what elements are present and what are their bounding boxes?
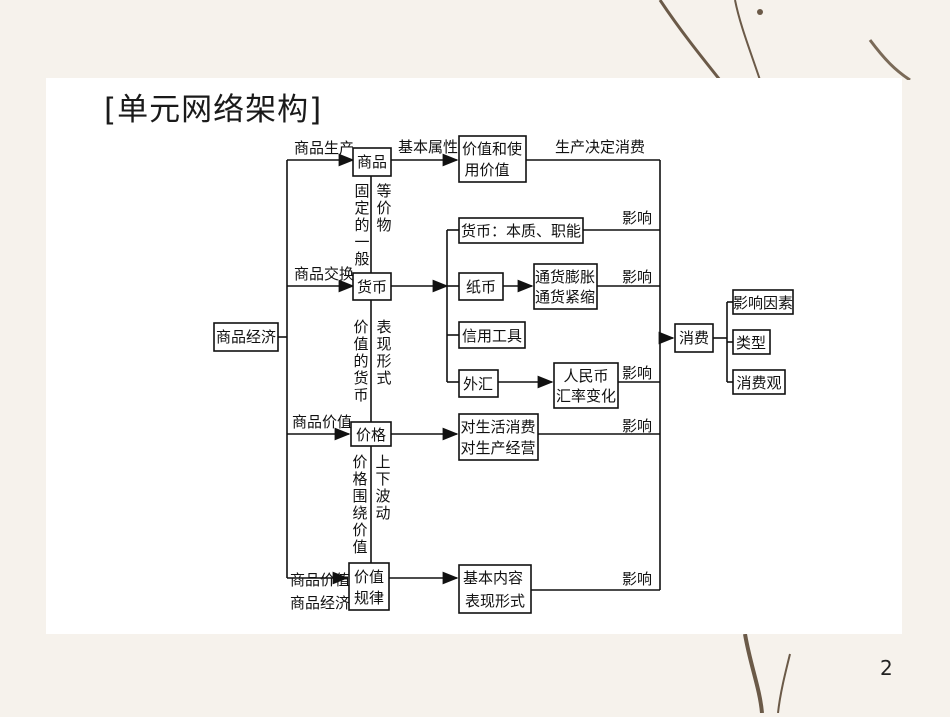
node-xiaofei-guan: 消费观 [732, 369, 786, 395]
node-duisheng: 对生活消费 对生产经营 [458, 413, 539, 461]
svg-text:外汇: 外汇 [463, 375, 493, 393]
label-shengchan-jueding: 生产决定消费 [555, 138, 645, 156]
svg-text:价格: 价格 [356, 426, 386, 444]
label-jiben-shuxing: 基本属性 [398, 138, 458, 156]
label-yingxiang-5: 影响 [622, 570, 652, 588]
node-huilv: 人民币 汇率变化 [553, 362, 619, 409]
branch-decoration-bottom [700, 633, 820, 714]
svg-text:价值: 价值 [354, 568, 384, 586]
label-yingxiang-3: 影响 [622, 364, 652, 382]
slide-title: [单元网络架构] [104, 92, 323, 128]
node-huobi-benzhi: 货币：本质、职能 [458, 217, 584, 244]
svg-text:通货紧缩: 通货紧缩 [535, 288, 595, 306]
svg-text:货币: 货币 [357, 278, 387, 296]
node-jiazhi-shiyong: 价值和使 用价值 [458, 135, 527, 183]
svg-text:对生产经营: 对生产经营 [460, 439, 535, 457]
page-number: 2 [880, 656, 893, 680]
label-jiage-weirao-vertical: 价格围绕价值 [352, 453, 367, 556]
svg-text:纸币: 纸币 [466, 278, 496, 296]
label-dengjiawu-vertical: 等价物 [376, 182, 391, 234]
svg-text:用价值: 用价值 [464, 161, 509, 179]
node-tonghuo: 通货膨胀 通货紧缩 [533, 263, 598, 310]
svg-text:商品: 商品 [357, 153, 387, 171]
svg-text:对生活消费: 对生活消费 [460, 418, 535, 436]
svg-text:表现形式: 表现形式 [465, 592, 525, 610]
svg-text:类型: 类型 [736, 334, 766, 352]
svg-text:消费: 消费 [679, 329, 709, 347]
label-shangpin-jiaohuan: 商品交换 [294, 265, 354, 283]
svg-text:消费观: 消费观 [736, 374, 781, 392]
label-shangpin-jiazhi: 商品价值 [292, 413, 352, 431]
branch-decoration-top [640, 0, 950, 82]
svg-text:基本内容: 基本内容 [463, 569, 523, 587]
node-jiage: 价格 [350, 421, 392, 447]
node-jiazhi-guilv: 价值 规律 [348, 562, 390, 611]
svg-text:规律: 规律 [354, 589, 384, 607]
node-huobi: 货币 [352, 272, 392, 301]
node-xiaofei: 消费 [674, 323, 714, 353]
node-jiben: 基本内容 表现形式 [458, 564, 532, 614]
svg-text:影响因素: 影响因素 [733, 294, 793, 312]
node-zhibi: 纸币 [458, 272, 504, 301]
svg-text:商品经济: 商品经济 [216, 328, 276, 346]
label-shangpin-jiazhi-2: 商品价值 [290, 571, 350, 589]
svg-text:价值和使: 价值和使 [462, 140, 522, 158]
svg-text:汇率变化: 汇率变化 [556, 387, 616, 405]
node-waihui: 外汇 [458, 369, 499, 398]
label-yingxiang-1: 影响 [622, 209, 652, 227]
label-shangpin-shengchan: 商品生产 [294, 139, 354, 157]
svg-text:信用工具: 信用工具 [462, 327, 522, 345]
label-yingxiang-2: 影响 [622, 268, 652, 286]
label-guding-vertical: 固定的一般 [354, 182, 369, 268]
label-shangxia-vertical: 上下波动 [375, 453, 390, 522]
node-shangpin: 商品 [352, 147, 392, 177]
label-jiazhi-de-huobi-vertical: 价值的货币 [353, 318, 368, 404]
label-yingxiang-4: 影响 [622, 417, 652, 435]
svg-text:通货膨胀: 通货膨胀 [535, 268, 595, 286]
label-biaoxian-vertical: 表现形式 [376, 318, 391, 387]
label-shangpin-jingji-2: 商品经济 [290, 594, 350, 612]
node-xinyong: 信用工具 [458, 321, 526, 349]
svg-text:货币：本质、职能: 货币：本质、职能 [461, 222, 581, 240]
node-leixing: 类型 [732, 329, 771, 355]
node-yingxiang-yinsu: 影响因素 [732, 289, 794, 315]
node-shangpin-jingji: 商品经济 [213, 322, 279, 352]
svg-text:人民币: 人民币 [563, 367, 608, 385]
